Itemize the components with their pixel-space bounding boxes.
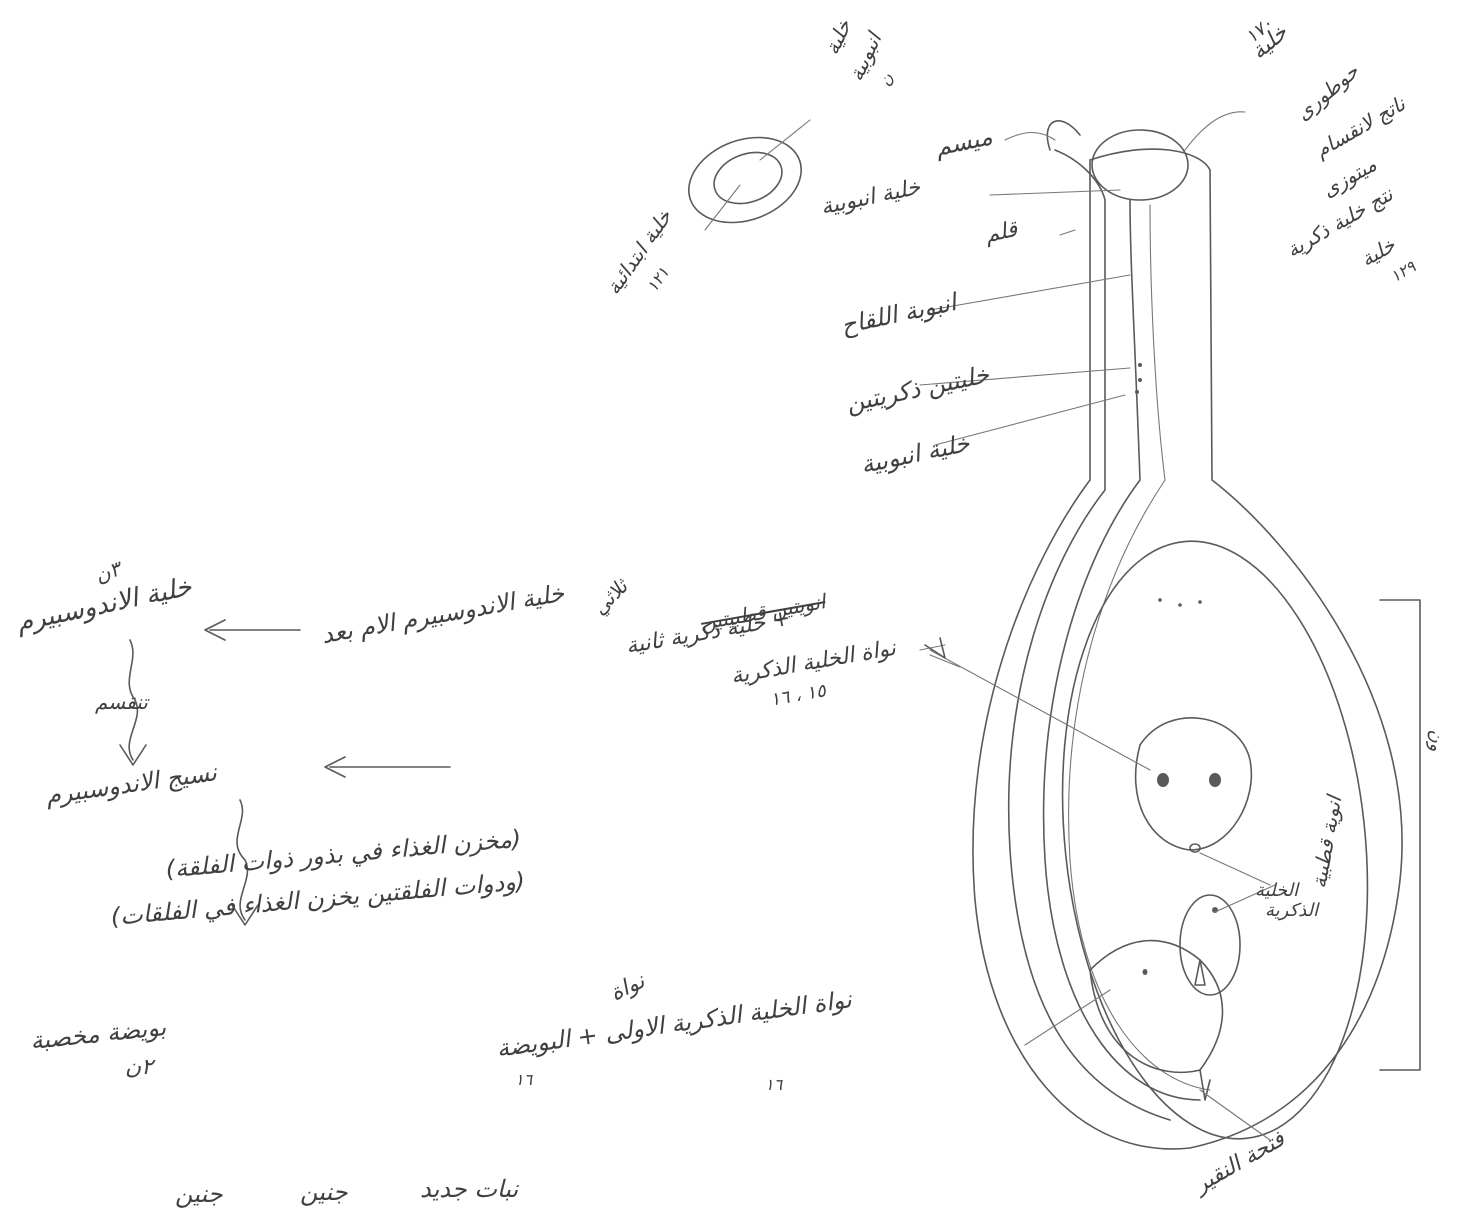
egg-label-2: الذكرية [1265,900,1318,921]
pollen-cross-section [677,123,813,238]
embryo-sac [1034,526,1395,1154]
pollen-grain [1092,130,1188,200]
pollen-tube-wall [1044,200,1200,1100]
egg-num-2: ١٦ [765,1075,782,1094]
arrow-endosperm[interactable] [205,620,300,640]
egg-num-1: ١٦ [515,1070,532,1089]
new-plant-label: نبات جديد [420,1175,518,1203]
arrow-zygote[interactable] [325,757,450,777]
ovary-outer-wall [973,149,1402,1149]
egg-cell [1180,895,1240,995]
embryo-label-2: جنين [175,1180,223,1208]
egg-label-1: الخلية [1255,880,1298,901]
central-cell [1136,718,1252,850]
embryo-label: جنين [300,1178,348,1206]
divides-label: تنقسم [95,690,148,714]
zygote-num: ٢ن [125,1055,153,1080]
synergid [1090,941,1223,1073]
ovule-bracket [1380,600,1420,1070]
side-mark: ون [1425,730,1446,752]
